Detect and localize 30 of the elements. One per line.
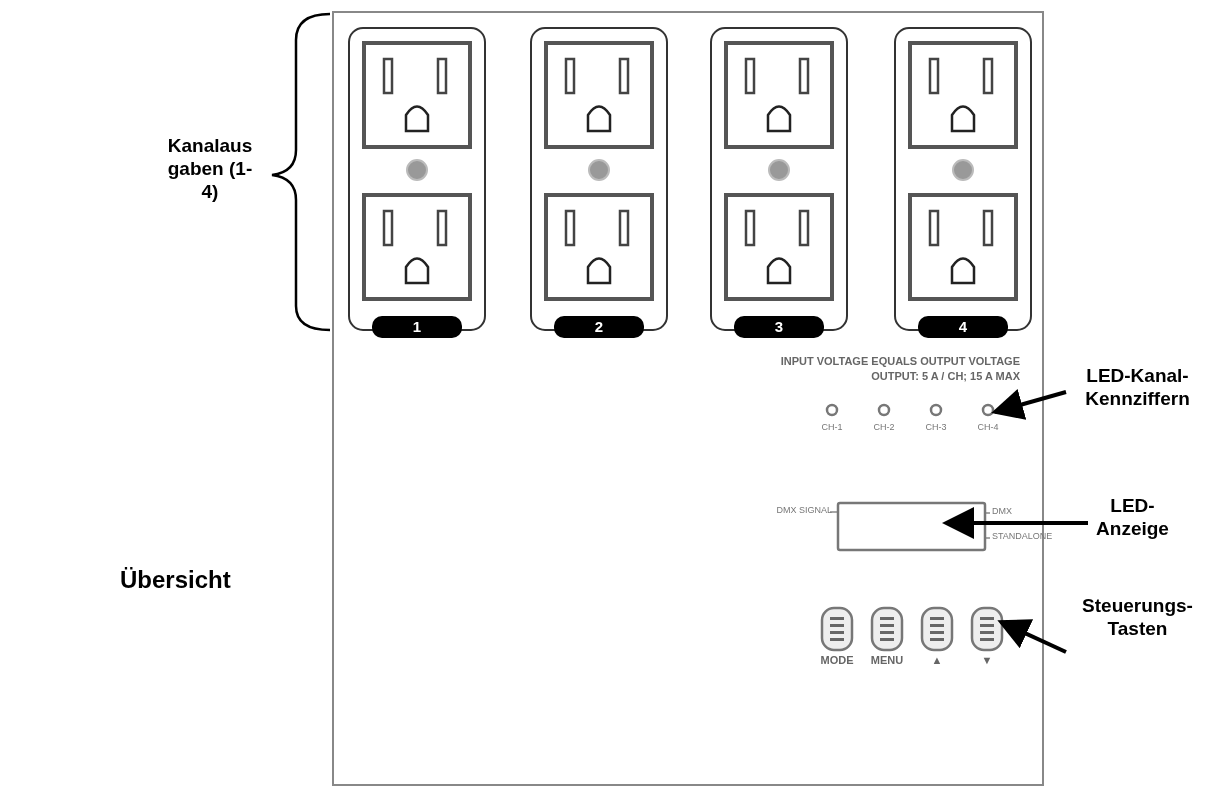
callout-label: Kanalaus gaben (1-4) (166, 135, 254, 204)
channel-label: CH-3 (924, 422, 948, 433)
control-button (820, 606, 854, 652)
channel-number-badge: 4 (918, 316, 1008, 338)
led-indicator (981, 403, 995, 417)
control-button (970, 606, 1004, 652)
terminal-label: DMX (992, 506, 1013, 517)
callout-label: LED- Anzeige (1085, 495, 1180, 541)
button-label: MENU (869, 654, 905, 668)
button-label: MODE (819, 654, 855, 668)
led-display (836, 501, 987, 552)
callout-label: Steuerungs- Tasten (1075, 595, 1200, 641)
channel-label: CH-1 (820, 422, 844, 433)
arrow (991, 389, 1067, 420)
heading: Übersicht (120, 566, 232, 595)
panel-text: OUTPUT: 5 A / CH; 15 A MAX (870, 370, 1020, 384)
button-label: ▼ (980, 654, 994, 668)
button-label: ▲ (930, 654, 944, 668)
channel-number-badge: 2 (554, 316, 644, 338)
callout-label: LED-Kanal- Kennziffern (1075, 365, 1200, 411)
panel-text: INPUT VOLTAGE EQUALS OUTPUT VOLTAGE (779, 355, 1020, 369)
channel-label: CH-2 (872, 422, 896, 433)
channel-label: CH-4 (976, 422, 1000, 433)
channel-number-badge: 3 (734, 316, 824, 338)
control-button (920, 606, 954, 652)
terminal-label: DMX SIGNAL (775, 505, 832, 516)
arrow (997, 619, 1067, 654)
control-button (870, 606, 904, 652)
channel-number-badge: 1 (372, 316, 462, 338)
arrow (942, 507, 1088, 539)
